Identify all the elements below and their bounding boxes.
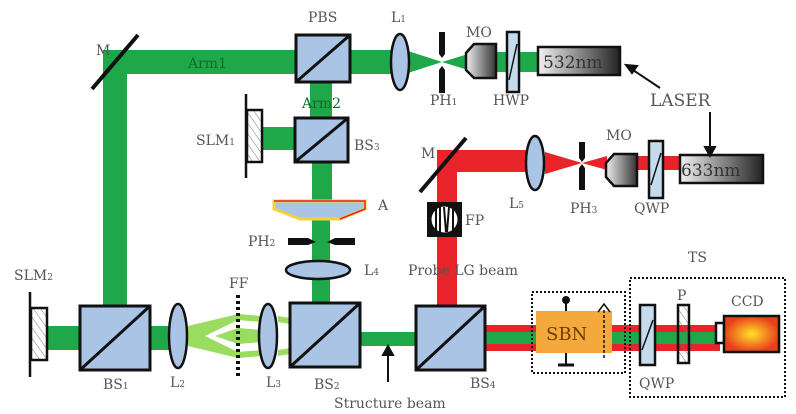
label-qwp1: QWP (634, 201, 669, 217)
polarizer (676, 303, 691, 365)
quarter-wave-plate-2 (638, 303, 657, 367)
bs4-cube (414, 304, 487, 372)
label-slm2: SLM2 (14, 268, 53, 284)
half-wave-plate (505, 30, 521, 94)
label-axicon: A (377, 198, 389, 214)
label-sbn: SBN (546, 324, 587, 345)
slm2 (28, 292, 49, 377)
label-ph1: PH1 (430, 93, 457, 109)
c-axis-arrow (597, 302, 611, 358)
label-laser: LASER (650, 91, 712, 111)
label-probe-beam: Probe LG beam (408, 263, 518, 279)
label-arm2: Arm2 (301, 96, 341, 112)
label-ph2: PH2 (248, 234, 275, 250)
mirror-1 (90, 33, 140, 91)
label-532nm: 532nm (543, 53, 603, 73)
slm1 (244, 94, 264, 178)
label-bs1: BS1 (103, 377, 129, 393)
label-ff: FF (229, 276, 249, 292)
label-l2: L2 (170, 375, 185, 391)
axicon (272, 199, 367, 221)
ts-enclosure (629, 277, 786, 398)
label-l3: L3 (266, 375, 281, 391)
label-arm1: Arm1 (187, 56, 227, 72)
label-hwp: HWP (493, 93, 529, 109)
label-mo2: MO (606, 128, 632, 144)
label-fp: FP (465, 213, 484, 229)
laser-532 (536, 45, 622, 77)
pinhole-ph3 (579, 142, 585, 190)
green-focus (405, 50, 442, 74)
label-polarizer: P (677, 288, 686, 304)
label-ts: TS (688, 250, 707, 266)
bs3-cube (293, 116, 350, 164)
fourier-filter-fan (188, 314, 290, 358)
laser-arrow-633 (703, 112, 717, 159)
label-l5: L5 (509, 196, 524, 212)
lens-l2 (167, 302, 189, 370)
label-bs2: BS2 (314, 377, 340, 393)
label-pbs: PBS (308, 10, 337, 26)
ccd-camera (714, 314, 781, 354)
bs2-cube (288, 301, 362, 369)
microscope-objective-2 (604, 152, 639, 188)
label-bs4: BS4 (470, 376, 496, 392)
bs1-cube (78, 304, 152, 372)
lens-l4 (284, 259, 352, 281)
label-l4: L4 (364, 263, 379, 279)
label-mo1: MO (466, 25, 492, 41)
label-structure-beam: Structure beam (334, 396, 446, 412)
electrodes (558, 296, 574, 367)
microscope-objective-1 (464, 42, 498, 80)
pbs-cube (294, 33, 352, 84)
lens-l3 (257, 302, 279, 370)
label-mirror-2: M (421, 146, 435, 162)
laser-633 (678, 153, 765, 185)
lens-l5 (524, 134, 546, 192)
sbn-crystal (536, 311, 612, 353)
label-qwp2: QWP (639, 376, 674, 392)
label-l1: L1 (391, 10, 406, 26)
laser-arrow-532 (623, 63, 661, 89)
mirror-2 (418, 136, 468, 194)
label-633nm: 633nm (681, 161, 741, 181)
quarter-wave-plate-1 (647, 139, 665, 200)
label-mirror-1: M (96, 43, 110, 59)
sbn-enclosure (531, 291, 626, 374)
label-ph3: PH3 (570, 201, 598, 217)
label-ccd: CCD (731, 294, 764, 310)
structure-beam-arrow (381, 343, 395, 382)
pinhole-ph1 (439, 32, 445, 93)
fork-phase-plate (427, 202, 462, 237)
label-bs3: BS3 (354, 138, 380, 154)
label-slm1: SLM1 (196, 133, 235, 149)
lens-l1 (389, 32, 411, 92)
pinhole-ph2 (288, 238, 355, 245)
